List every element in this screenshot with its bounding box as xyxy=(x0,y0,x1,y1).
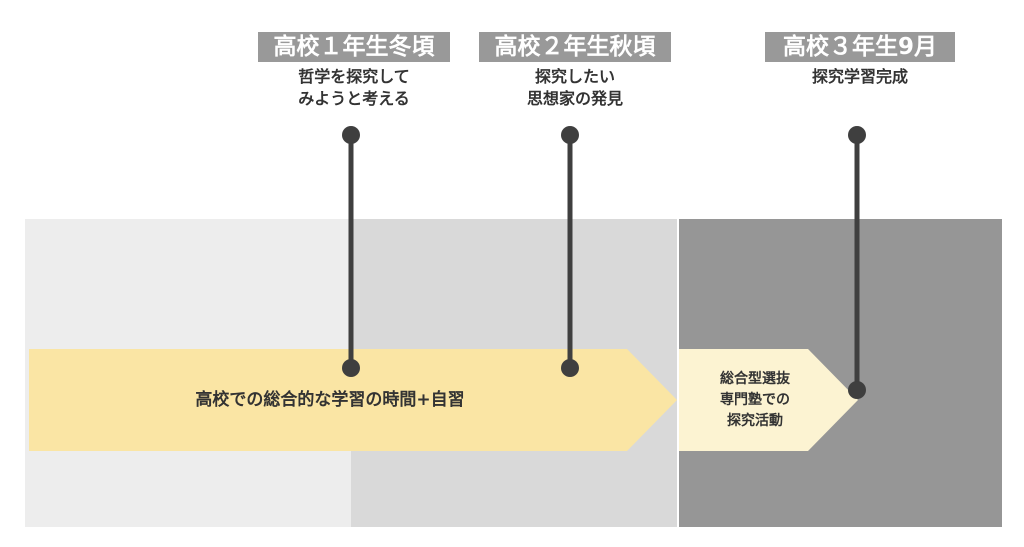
milestone-dot-bottom-3 xyxy=(848,381,866,399)
milestone-description-line: 哲学を探究して xyxy=(298,67,410,86)
second-arrow-label-line: 総合型選抜 xyxy=(720,371,790,387)
second-arrow-label: 総合型選抜 専門塾での 探究活動 xyxy=(690,369,820,432)
main-arrow-label: 高校での総合的な学習の時間+自習 xyxy=(195,390,465,410)
milestone-description-1: 哲学を探究して みようと考える xyxy=(258,66,450,110)
milestone-dot-top-2 xyxy=(561,126,579,144)
milestone-title-1: 高校１年生冬頃 xyxy=(258,32,450,62)
milestone-dot-top-1 xyxy=(342,126,360,144)
main-activity-arrow xyxy=(29,349,677,451)
second-activity-arrow xyxy=(679,349,858,451)
milestone-description-line: 探究学習完成 xyxy=(811,67,908,86)
milestone-description-2: 探究したい 思想家の発見 xyxy=(479,66,671,110)
milestone-title-3: 高校３年生9月 xyxy=(765,32,955,62)
milestone-description-line: 探究したい xyxy=(534,67,615,86)
second-arrow-label-line: 探究活動 xyxy=(727,413,783,429)
milestone-dot-top-3 xyxy=(848,126,866,144)
milestone-description-3: 探究学習完成 xyxy=(765,66,955,88)
second-arrow-label-line: 専門塾での xyxy=(720,392,790,408)
milestone-description-line: 思想家の発見 xyxy=(526,89,623,108)
milestone-dot-bottom-1 xyxy=(342,359,360,377)
milestone-dot-bottom-2 xyxy=(561,359,579,377)
milestone-title-2: 高校２年生秋頃 xyxy=(479,32,671,62)
milestone-description-line: みようと考える xyxy=(298,89,410,108)
